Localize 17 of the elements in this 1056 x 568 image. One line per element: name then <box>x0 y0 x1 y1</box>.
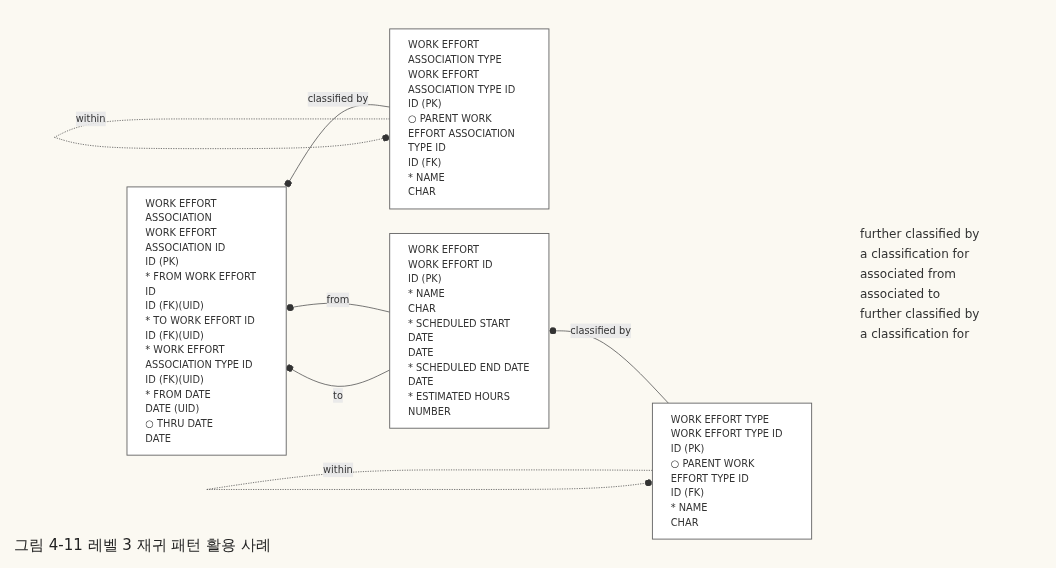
node-box: WORK EFFORT ASSOCIATION TYPE WORK EFFORT ASSOCIATION TYPE ID ID (PK) ○ PARENT WORK EFFORT ASSOCIATION TYPE ID ID (FK) * NAME CHAR <box>389 28 550 210</box>
relationship-note: further classified by <box>860 307 981 321</box>
edge-label: classified by <box>307 93 369 105</box>
relationship-note: further classified by <box>860 227 981 241</box>
edge-label: from <box>326 293 350 306</box>
edge-label: to <box>333 389 343 401</box>
node-box: WORK EFFORT WORK EFFORT ID ID (PK) * NAME CHAR * SCHEDULED START DATE DATE * SCHEDULED END DATE DATE * ESTIMATED HOURS NUMBER <box>389 233 550 429</box>
relationship-note: a classification for <box>860 247 971 261</box>
node-box: WORK EFFORT TYPE WORK EFFORT TYPE ID ID (PK) ○ PARENT WORK EFFORT TYPE ID ID (FK) * NAME CHAR <box>651 402 813 540</box>
node-box: WORK EFFORT ASSOCIATION WORK EFFORT ASSOCIATION ID ID (PK) * FROM WORK EFFORT ID ID (FK)(UID) * TO WORK EFFORT ID ID (FK)(UID) * WORK EFFORT ASSOCIATION TYPE ID ID (FK)(UID) * FROM DATE DATE (UID) ○ THRU DATE DATE <box>126 186 287 456</box>
relationship-note: associated from <box>860 267 957 281</box>
edge-label: within <box>323 463 353 476</box>
edge-label: within <box>75 112 106 125</box>
edge-label: classified by <box>570 324 631 337</box>
relationship-note: a classification for <box>860 327 971 341</box>
figure-caption: 그림 4-11 레벨 3 재귀 패턴 활용 사례 <box>14 536 271 555</box>
relationship-note: associated to <box>860 287 942 301</box>
